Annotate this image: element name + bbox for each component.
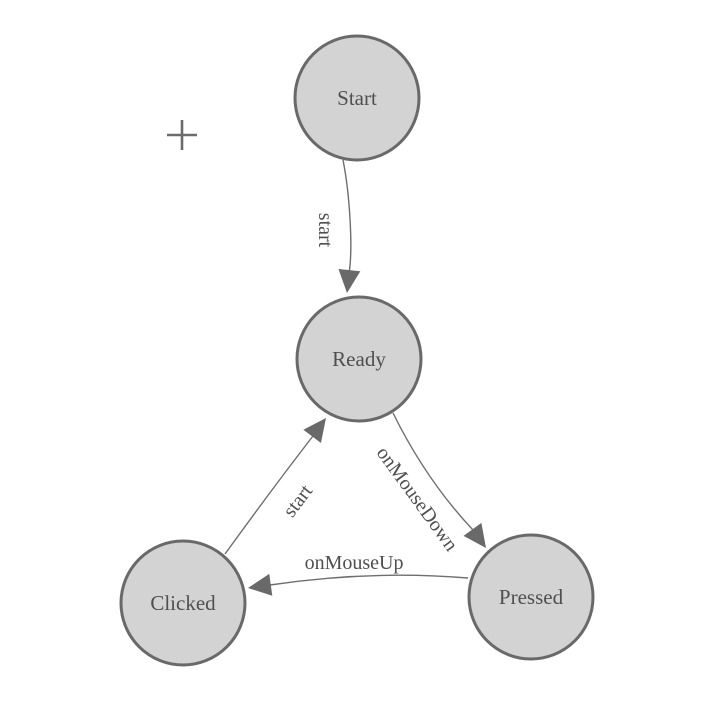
transition-line[interactable] [392, 412, 474, 531]
state-label: Pressed [499, 585, 564, 609]
transition-start-to-ready[interactable]: start [314, 159, 361, 294]
state-circle[interactable] [119, 539, 247, 667]
transition-label: onMouseDown [372, 443, 462, 556]
state-label: Start [337, 86, 377, 110]
state-circle[interactable] [295, 295, 423, 423]
state-circle[interactable] [467, 533, 595, 661]
state-node-ready[interactable]: Ready [295, 295, 423, 423]
arrowhead-icon [248, 573, 273, 596]
arrowhead-icon [463, 522, 486, 548]
transition-line[interactable] [224, 435, 314, 555]
transition-line[interactable] [342, 159, 352, 274]
transition-line[interactable] [269, 574, 469, 586]
transition-clicked-to-ready[interactable]: start [224, 411, 335, 555]
state-node-start[interactable]: Start [293, 34, 421, 162]
transition-label: onMouseUp [305, 552, 404, 574]
state-node-clicked[interactable]: Clicked [119, 539, 247, 667]
state-label: Ready [332, 347, 386, 371]
arrowhead-icon [303, 418, 326, 443]
crosshair-icon [167, 120, 197, 150]
state-node-pressed[interactable]: Pressed [467, 533, 595, 661]
state-circle[interactable] [293, 34, 421, 162]
transition-pressed-to-clicked[interactable]: onMouseUp [246, 552, 469, 599]
transition-label: start [279, 480, 318, 521]
state-label: Clicked [150, 591, 216, 615]
arrowhead-icon [338, 268, 361, 293]
transition-ready-to-pressed[interactable]: onMouseDown [372, 412, 495, 556]
transition-label: start [314, 213, 336, 248]
